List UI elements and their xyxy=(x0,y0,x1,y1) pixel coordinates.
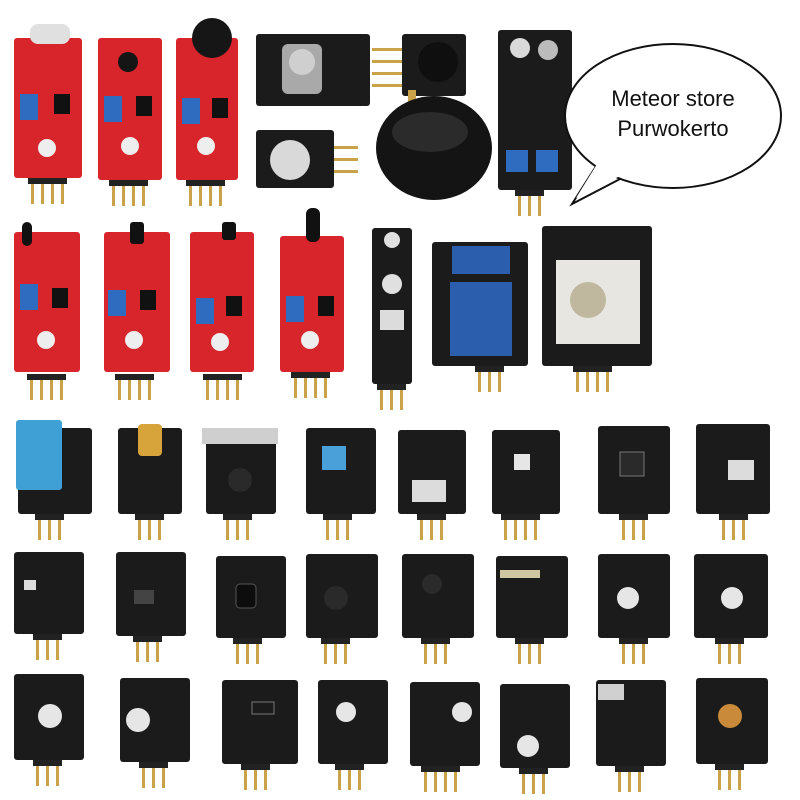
flame-module xyxy=(280,208,344,398)
trimpot-module xyxy=(306,428,376,540)
joystick-module xyxy=(542,226,652,392)
mini-led-module xyxy=(696,424,770,540)
led-module-8 xyxy=(696,678,768,790)
smd-module-2 xyxy=(116,552,186,662)
active-buzzer-module xyxy=(256,130,358,188)
button-module xyxy=(598,426,670,540)
photo-module xyxy=(402,554,474,664)
hall-module xyxy=(398,430,466,540)
laser-module xyxy=(118,424,182,540)
rgb-led-module xyxy=(492,430,560,540)
led-module-1 xyxy=(598,554,670,664)
reed-module xyxy=(496,556,568,664)
led-module-6 xyxy=(410,682,480,792)
rotary-pot-module xyxy=(256,34,412,106)
relay-module xyxy=(432,242,528,392)
led-module-3 xyxy=(14,674,84,786)
ntc-module xyxy=(306,554,378,664)
smd-module-3 xyxy=(222,680,298,790)
sound-module-1 xyxy=(14,24,82,204)
sound-module-3 xyxy=(176,18,238,206)
store-speech-bubble xyxy=(564,43,782,207)
tracker-module xyxy=(372,228,412,410)
dht11-module xyxy=(16,420,92,540)
temp-module-1 xyxy=(14,222,80,400)
ir-obstacle-module xyxy=(498,30,572,216)
joystick-cap xyxy=(376,96,492,200)
sound-module-2 xyxy=(98,38,162,206)
temp-module-2 xyxy=(104,222,170,400)
store-caption: Meteor store Purwokerto xyxy=(570,84,776,144)
ir-receiver-module xyxy=(216,556,286,664)
led-module-5 xyxy=(318,680,388,790)
led-module-2 xyxy=(694,554,768,664)
ir-led-module xyxy=(596,680,666,792)
tilt-module xyxy=(202,428,278,540)
led-module-4 xyxy=(120,678,190,788)
store-name: Meteor store xyxy=(611,86,735,111)
store-city: Purwokerto xyxy=(617,116,729,141)
smd-module-1 xyxy=(14,552,84,660)
led-module-7 xyxy=(500,684,570,794)
temp-module-3 xyxy=(190,222,254,400)
passive-buzzer-module xyxy=(402,34,466,102)
